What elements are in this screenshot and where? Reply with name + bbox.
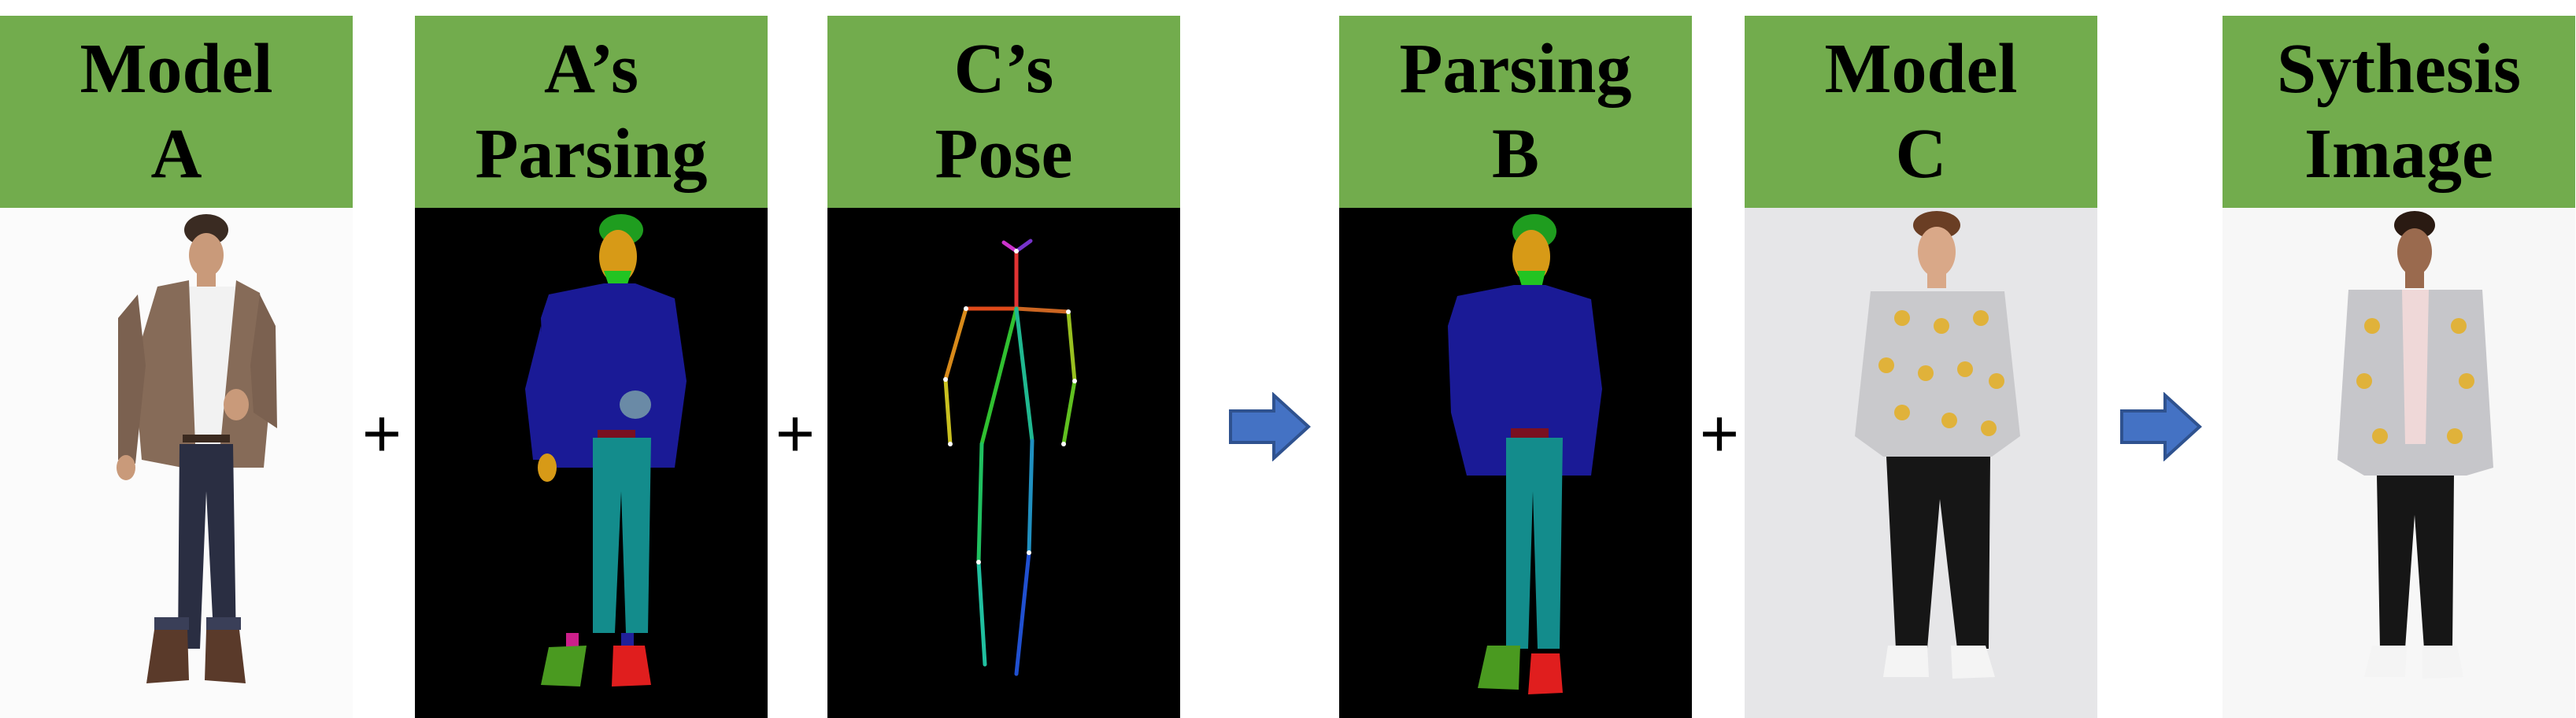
title-line-1: Sythesis <box>2276 30 2522 108</box>
parsing-b-figure <box>1339 208 1692 718</box>
panel-title-synthesis-image: Sythesis Image <box>2223 16 2575 208</box>
title-line-2: Pose <box>935 115 1073 193</box>
title-line-2: A <box>150 115 202 193</box>
panel-title-model-a: Model A <box>0 16 353 208</box>
plus-operator-1: + <box>361 396 402 472</box>
panel-synthesis-image: Sythesis Image <box>2223 16 2575 718</box>
panel-parsing-b: Parsing B <box>1339 16 1692 718</box>
synthesis-figure <box>2223 208 2575 718</box>
panel-title-c-pose: C’s Pose <box>827 16 1180 208</box>
plus-operator-2: + <box>775 396 816 472</box>
parsing-b-mask <box>1339 208 1692 718</box>
synthesis-photo <box>2223 208 2575 718</box>
panel-a-parsing: A’s Parsing <box>415 16 768 718</box>
title-line-2: C <box>1895 115 1947 193</box>
panel-model-c: Model C <box>1745 16 2097 718</box>
model-c-photo <box>1745 208 2097 718</box>
a-parsing-figure <box>415 208 768 718</box>
c-pose-figure <box>827 208 1180 718</box>
title-line-2: Image <box>2304 115 2493 193</box>
right-arrow-icon <box>2120 392 2202 461</box>
c-pose-skeleton <box>827 208 1180 718</box>
model-c-figure <box>1745 208 2097 718</box>
plus-operator-3: + <box>1699 396 1740 472</box>
panel-title-model-c: Model C <box>1745 16 2097 208</box>
title-line-2: Parsing <box>475 115 708 193</box>
panel-c-pose: C’s Pose <box>827 16 1180 718</box>
a-parsing-mask <box>415 208 768 718</box>
panel-title-parsing-b: Parsing B <box>1339 16 1692 208</box>
right-arrow-icon <box>1229 392 1311 461</box>
model-a-photo <box>0 208 353 718</box>
title-line-1: Model <box>80 30 273 108</box>
model-a-figure <box>0 208 353 718</box>
title-line-2: B <box>1491 115 1540 193</box>
title-line-1: Parsing <box>1399 30 1632 108</box>
panel-model-a: Model A <box>0 16 353 718</box>
title-line-1: C’s <box>953 30 1054 108</box>
title-line-1: A’s <box>544 30 638 108</box>
title-line-1: Model <box>1824 30 2018 108</box>
panel-title-a-parsing: A’s Parsing <box>415 16 768 208</box>
